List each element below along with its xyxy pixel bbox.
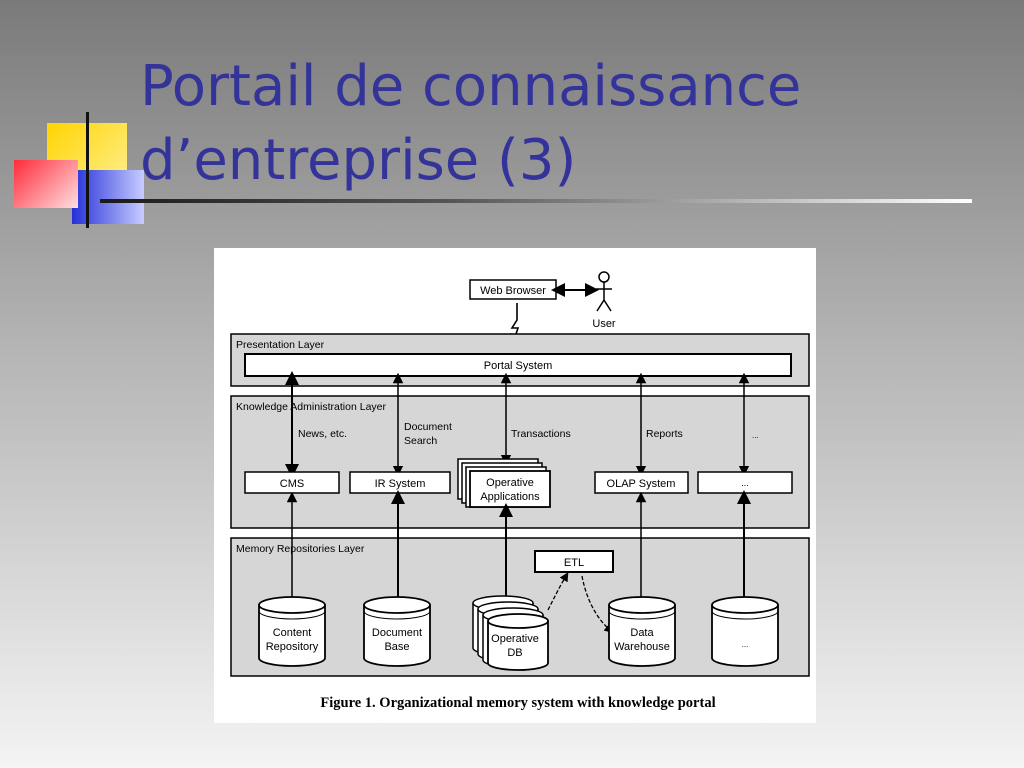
deco-vertical-line	[86, 112, 89, 228]
data-warehouse-label-2: Warehouse	[614, 641, 670, 653]
portal-system-box	[244, 353, 792, 377]
operative-db-label-2: DB	[507, 647, 522, 659]
user-icon	[596, 271, 612, 312]
presentation-layer-label: Presentation Layer	[236, 339, 325, 351]
reports-label: Reports	[646, 428, 683, 440]
knowledge-layer-label: Knowledge Administration Layer	[236, 401, 387, 413]
misc-flow-label: ...	[752, 431, 759, 440]
figure-image: Web Browser User Presentation Layer Port…	[214, 248, 816, 723]
deco-red-square	[14, 160, 78, 208]
document-base-cylinder	[363, 596, 431, 667]
title-line-1: Portail de connaissance	[140, 54, 802, 119]
document-base-label-2: Base	[384, 641, 409, 653]
web-browser-label: Web Browser	[480, 285, 546, 297]
operative-apps-label-1: Operative	[486, 477, 534, 489]
content-repo-label-2: Repository	[266, 641, 319, 653]
transactions-label: Transactions	[511, 428, 571, 440]
news-label: News, etc.	[298, 428, 347, 440]
operative-db-cylinder-stack	[472, 595, 549, 671]
content-repo-label-1: Content	[273, 627, 312, 639]
data-warehouse-cylinder	[608, 596, 676, 667]
olap-system-label: OLAP System	[607, 478, 676, 490]
operative-applications-stack	[457, 458, 551, 508]
network-link	[510, 303, 522, 346]
etl-box	[534, 550, 614, 573]
misc-system-label: ...	[741, 478, 749, 488]
memory-layer-label: Memory Repositories Layer	[236, 543, 365, 555]
architecture-diagram: Web Browser User Presentation Layer Port…	[230, 271, 810, 711]
title-underline	[100, 199, 972, 203]
cms-label: CMS	[280, 478, 304, 490]
user-label: User	[592, 318, 616, 330]
document-base-label-1: Document	[372, 627, 422, 639]
portal-system-label: Portal System	[484, 360, 552, 372]
content-repository-cylinder	[258, 596, 326, 667]
ir-system-label: IR System	[375, 478, 426, 490]
title-line-2: d’entreprise (3)	[140, 128, 577, 193]
misc-repository-label: ...	[742, 640, 749, 649]
operative-apps-label-2: Applications	[480, 491, 540, 503]
data-warehouse-label-1: Data	[630, 627, 654, 639]
operative-db-label-1: Operative	[491, 633, 539, 645]
doc-search-label-2: Search	[404, 435, 437, 447]
figure-caption: Figure 1. Organizational memory system w…	[320, 695, 715, 711]
etl-label: ETL	[564, 557, 584, 569]
deco-blue-square	[72, 170, 144, 224]
misc-repository-cylinder	[711, 596, 779, 667]
doc-search-label-1: Document	[404, 421, 452, 433]
slide-title: Portail de connaissance d’entreprise (3)	[140, 50, 801, 198]
